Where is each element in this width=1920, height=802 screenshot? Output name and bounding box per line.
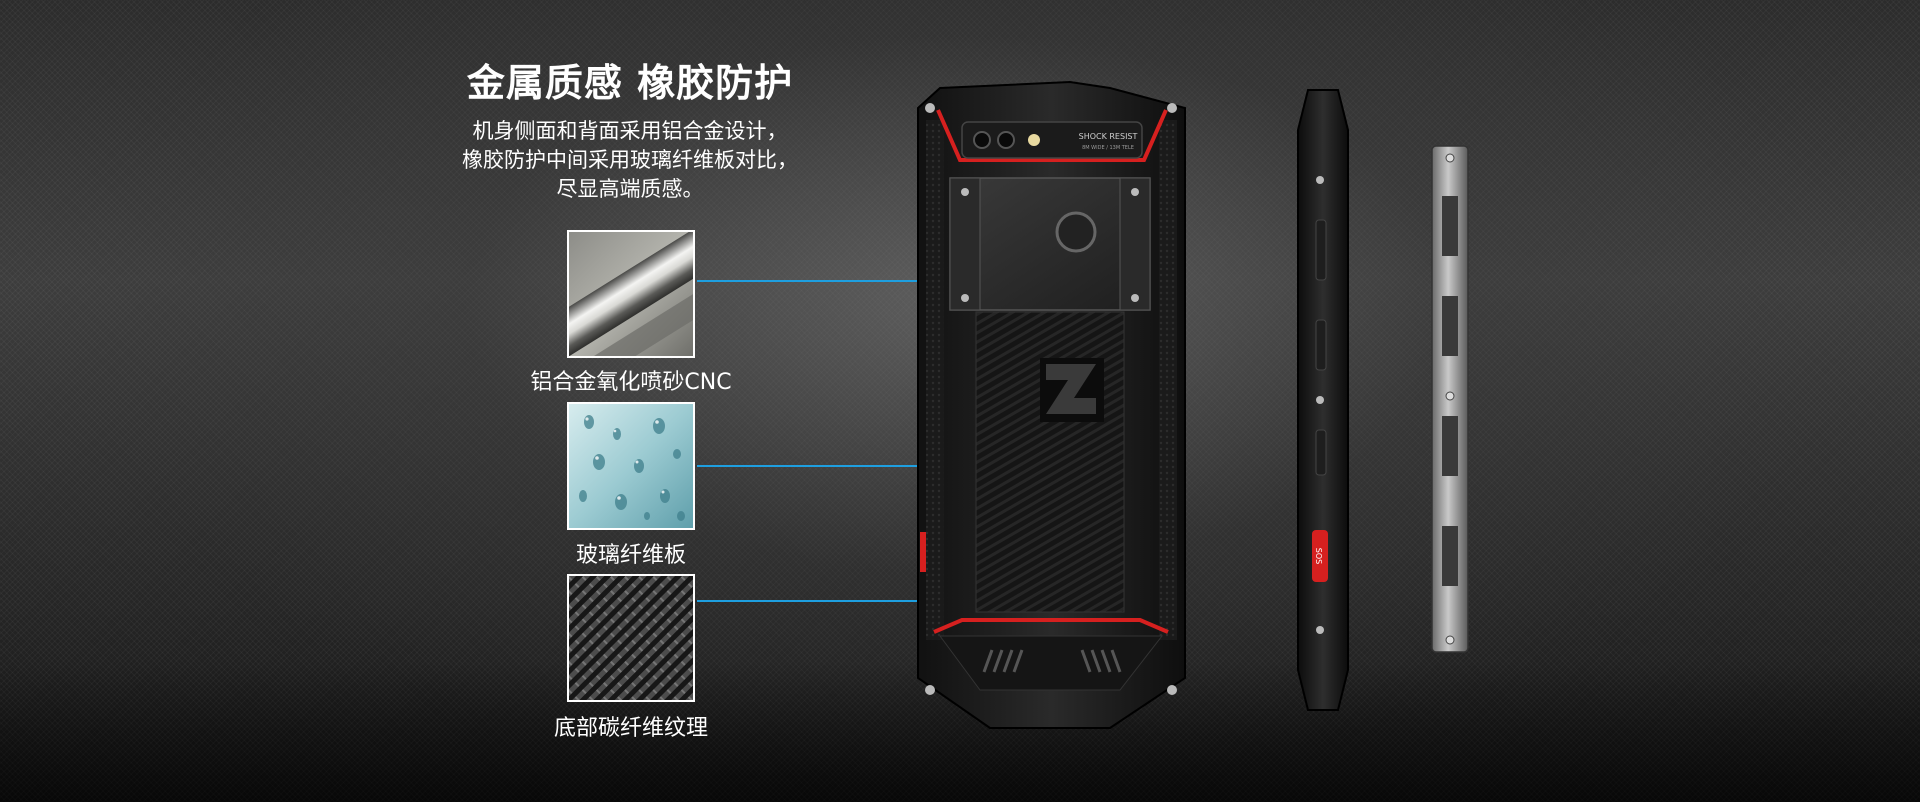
camera-sublabel: 8M WIDE / 13M TELE (1082, 145, 1134, 151)
water-droplet-texture-icon (567, 402, 695, 530)
phone-side-view: SOS (1297, 89, 1349, 711)
metal-rod-texture-icon (567, 230, 695, 358)
page-title: 金属质感 橡胶防护 (466, 61, 794, 105)
sos-label: SOS (1314, 548, 1323, 564)
phone-back-view: SHOCK RESIST 8M WIDE / 13M TELE (917, 80, 1186, 729)
description-line-3: 尽显高端质感。 (556, 177, 704, 201)
description-line-2: 橡胶防护中间采用玻璃纤维板对比， (462, 148, 798, 172)
phone-edge-view (1431, 145, 1469, 653)
phone-render: SHOCK RESIST 8M WIDE / 13M TELE (917, 80, 1469, 729)
carbon-fiber-texture-icon (567, 574, 695, 702)
material-label-aluminum: 铝合金氧化喷砂CNC (530, 370, 732, 395)
description-line-1: 机身侧面和背面采用铝合金设计， (472, 119, 788, 143)
camera-label: SHOCK RESIST (1079, 132, 1138, 141)
material-label-glass-fiber: 玻璃纤维板 (575, 543, 686, 568)
description: 机身侧面和背面采用铝合金设计， 橡胶防护中间采用玻璃纤维板对比， 尽显高端质感。 (420, 117, 840, 204)
material-label-carbon-fiber: 底部碳纤维纹理 (553, 716, 708, 741)
